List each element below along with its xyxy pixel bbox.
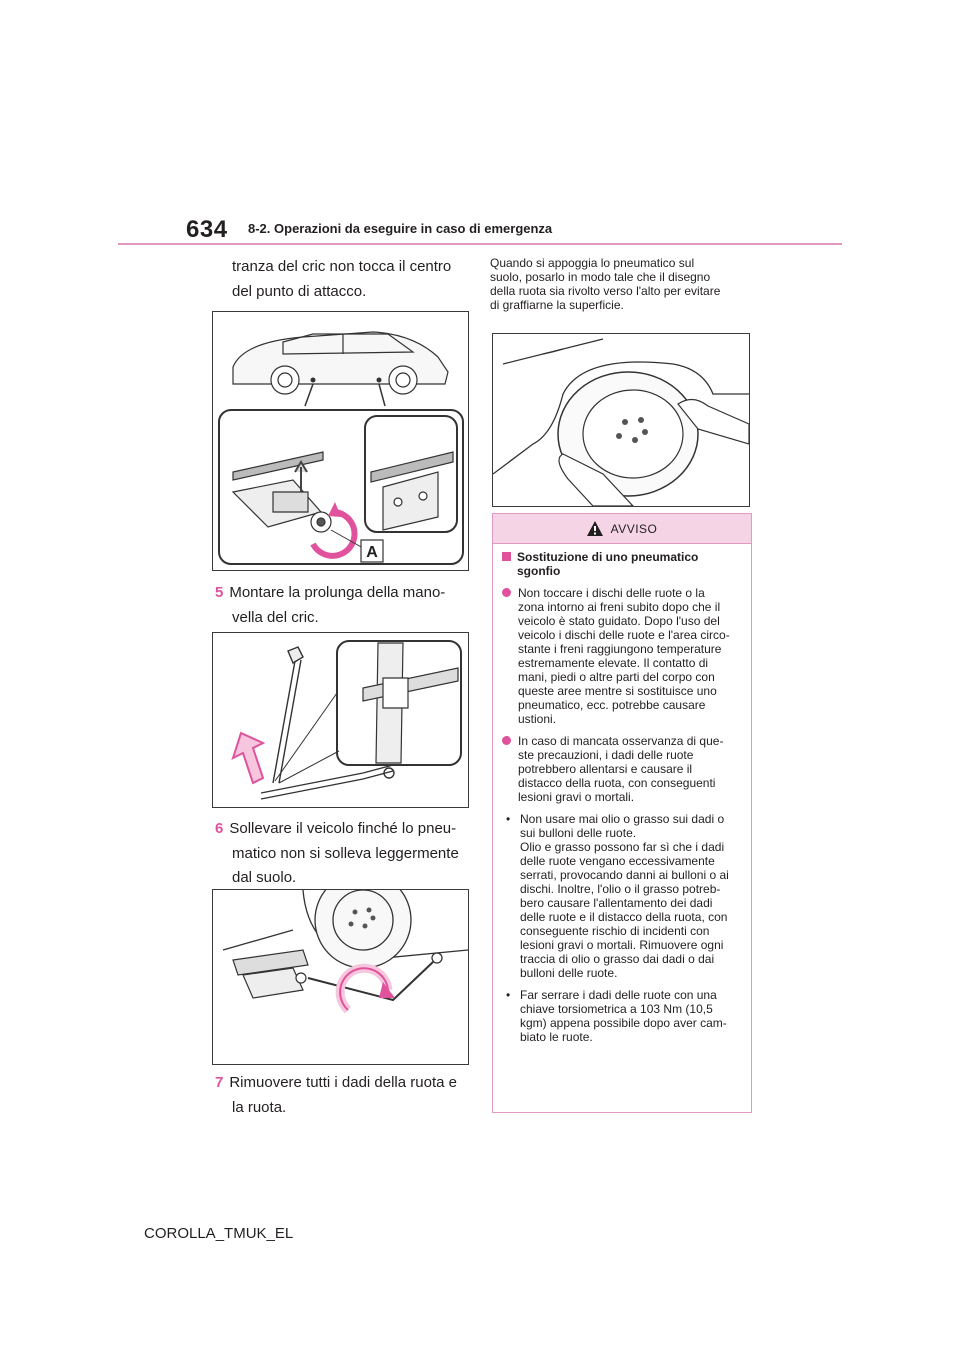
- tire-placement-illustration: [492, 338, 750, 507]
- document-code: COROLLA_TMUK_EL: [144, 1225, 294, 1242]
- figure-raise-vehicle: [212, 871, 469, 1065]
- square-bullet-icon: [502, 552, 511, 561]
- page-number: 634: [186, 216, 228, 243]
- sub-line: delle ruote e il distacco della ruota, c…: [520, 910, 728, 924]
- bullet-line: queste aree mentre si sostituisce uno: [518, 684, 717, 698]
- warning-subbullet: • Far serrare i dadi delle ruote con una…: [506, 988, 743, 1044]
- step-text: Montare la prolunga della mano-: [229, 584, 446, 601]
- sub-line: sui bulloni delle ruote.: [520, 826, 637, 840]
- circle-bullet-icon: [502, 588, 511, 597]
- bullet-line: ustioni.: [518, 712, 557, 726]
- right-intro: Quando si appoggia lo pneumatico sul suo…: [490, 256, 752, 312]
- step-7: 7 Rimuovere tutti i dadi della ruota e la…: [215, 1071, 475, 1120]
- bullet-line: veicolo è stato guidato. Dopo l'uso del: [518, 614, 720, 628]
- figure-label-a: A: [366, 544, 378, 561]
- bullet-line: lesioni gravi o mortali.: [518, 790, 635, 804]
- step-text: Sollevare il veicolo finché lo pneu-: [229, 820, 457, 837]
- intro-line: di graffiarne la superficie.: [490, 298, 624, 312]
- intro-line: suolo, posarlo in modo tale che il diseg…: [490, 270, 711, 284]
- handle-extension-illustration: [231, 640, 462, 800]
- sub-line: lesioni gravi o mortali. Rimuovere ogni: [520, 938, 724, 952]
- warning-bullet: In caso di mancata osservanza di que- st…: [502, 734, 743, 804]
- step-text: Rimuovere tutti i dadi della ruota e: [229, 1074, 457, 1091]
- figure-tire-placement: [492, 333, 750, 507]
- header-divider: [118, 243, 842, 245]
- sub-line: traccia di olio o grasso dai dadi o dai: [520, 952, 715, 966]
- step-number: 7: [215, 1074, 224, 1091]
- figure-jack-position: A: [212, 311, 469, 571]
- bullet-line: mani, piedi o altre parti del corpo con: [518, 670, 715, 684]
- bullet-line: potrebbero allentarsi e causare il: [518, 762, 693, 776]
- bullet-line: In caso di mancata osservanza di que-: [518, 734, 724, 748]
- warning-triangle-icon: [586, 521, 603, 536]
- sub-line: conseguente rischio di incidenti con: [520, 924, 710, 938]
- intro-line: della ruota sia rivolto verso l'alto per…: [490, 284, 721, 298]
- warning-subbullet: • Non usare mai olio o grasso sui dadi o…: [506, 812, 743, 980]
- sub-line: Non usare mai olio o grasso sui dadi o: [520, 812, 725, 826]
- heading-line: Sostituzione di uno pneumatico: [517, 550, 699, 564]
- bullet-marker: •: [506, 988, 511, 1002]
- intro-line: Quando si appoggia lo pneumatico sul: [490, 256, 695, 270]
- warning-header: AVVISO: [493, 514, 751, 544]
- raise-vehicle-illustration: [222, 871, 469, 1014]
- step-text: dal suolo.: [232, 869, 297, 886]
- left-intro: tranza del cric non tocca il centro del …: [232, 255, 451, 304]
- bullet-line: Non toccare i dischi delle ruote o la: [518, 586, 705, 600]
- step-text: la ruota.: [232, 1098, 287, 1116]
- sub-line: chiave torsiometrica a 103 Nm (10,5: [520, 1002, 713, 1016]
- bullet-line: pneumatico, ecc. potrebbe causare: [518, 698, 706, 712]
- sub-line: Far serrare i dadi delle ruote con una: [520, 988, 717, 1002]
- figure-handle-extension: [212, 632, 469, 808]
- sub-line: serrati, provocando danni ai bulloni o a…: [520, 868, 729, 882]
- intro-line: del punto di attacco.: [232, 282, 367, 300]
- sub-line: kgm) appena possibile dopo aver cam-: [520, 1016, 727, 1030]
- step-number: 6: [215, 820, 224, 837]
- sub-line: delle ruote vengano eccessivamente: [520, 854, 715, 868]
- warning-box: AVVISO Sostituzione di uno pneumatico sg…: [492, 513, 752, 1113]
- step-text: matico non si solleva leggermente: [232, 844, 459, 862]
- step-text: vella del cric.: [232, 608, 319, 626]
- warning-bullet: Non toccare i dischi delle ruote o la zo…: [502, 586, 743, 726]
- heading-line: sgonfio: [517, 564, 561, 578]
- step-6: 6 Sollevare il veicolo finché lo pneu- ma…: [215, 817, 475, 891]
- sub-line: bero causare l'allentamento dei dadi: [520, 896, 713, 910]
- step-5: 5 Montare la prolunga della mano- vella d…: [215, 581, 475, 630]
- bullet-line: stante i freni raggiungono temperature: [518, 642, 722, 656]
- jack-position-illustration: A: [218, 331, 464, 565]
- sub-line: Olio e grasso possono far sì che i dadi: [520, 840, 725, 854]
- sub-line: bulloni delle ruote.: [520, 966, 618, 980]
- step-number: 5: [215, 584, 224, 601]
- warning-title: AVVISO: [610, 521, 658, 536]
- bullet-line: zona intorno ai freni subito dopo che il: [518, 600, 721, 614]
- bullet-line: ste precauzioni, i dadi delle ruote: [518, 748, 694, 762]
- section-title: 8-2. Operazioni da eseguire in caso di e…: [248, 221, 553, 236]
- sub-line: dischi. Inoltre, l'olio o il grasso potr…: [520, 882, 721, 896]
- bullet-line: estremamente elevate. Il contatto di: [518, 656, 709, 670]
- bullet-line: distacco della ruota, con conseguenti: [518, 776, 716, 790]
- bullet-line: veicolo i dischi delle ruote e l'area ci…: [518, 628, 730, 642]
- warning-heading: Sostituzione di uno pneumatico sgonfio: [502, 550, 743, 578]
- intro-line: tranza del cric non tocca il centro: [232, 258, 452, 275]
- circle-bullet-icon: [502, 736, 511, 745]
- bullet-marker: •: [506, 812, 511, 826]
- sub-line: biato le ruote.: [520, 1030, 593, 1044]
